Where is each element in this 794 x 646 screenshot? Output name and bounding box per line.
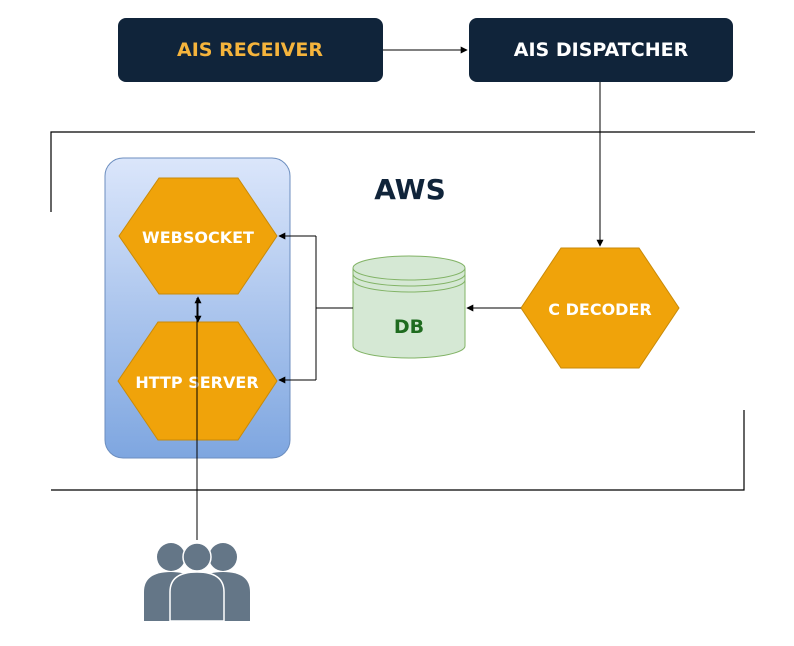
users-icon [144, 542, 250, 622]
database-label: DB [394, 316, 424, 338]
connector-db-to-servers [278, 232, 353, 384]
c-decoder-hexagon[interactable]: C DECODER [520, 247, 680, 369]
aws-region-label: AWS [374, 173, 445, 206]
websocket-label: WEBSOCKET [142, 228, 254, 247]
ais-receiver-box[interactable]: AIS RECEIVER [118, 18, 383, 82]
c-decoder-label: C DECODER [548, 300, 651, 319]
ais-dispatcher-box[interactable]: AIS DISPATCHER [469, 18, 733, 82]
aws-region [50, 131, 755, 491]
ais-receiver-label: AIS RECEIVER [177, 39, 323, 61]
websocket-hexagon[interactable]: WEBSOCKET [118, 177, 278, 295]
database-cylinder[interactable]: DB [352, 255, 466, 359]
ais-dispatcher-label: AIS DISPATCHER [514, 39, 689, 61]
